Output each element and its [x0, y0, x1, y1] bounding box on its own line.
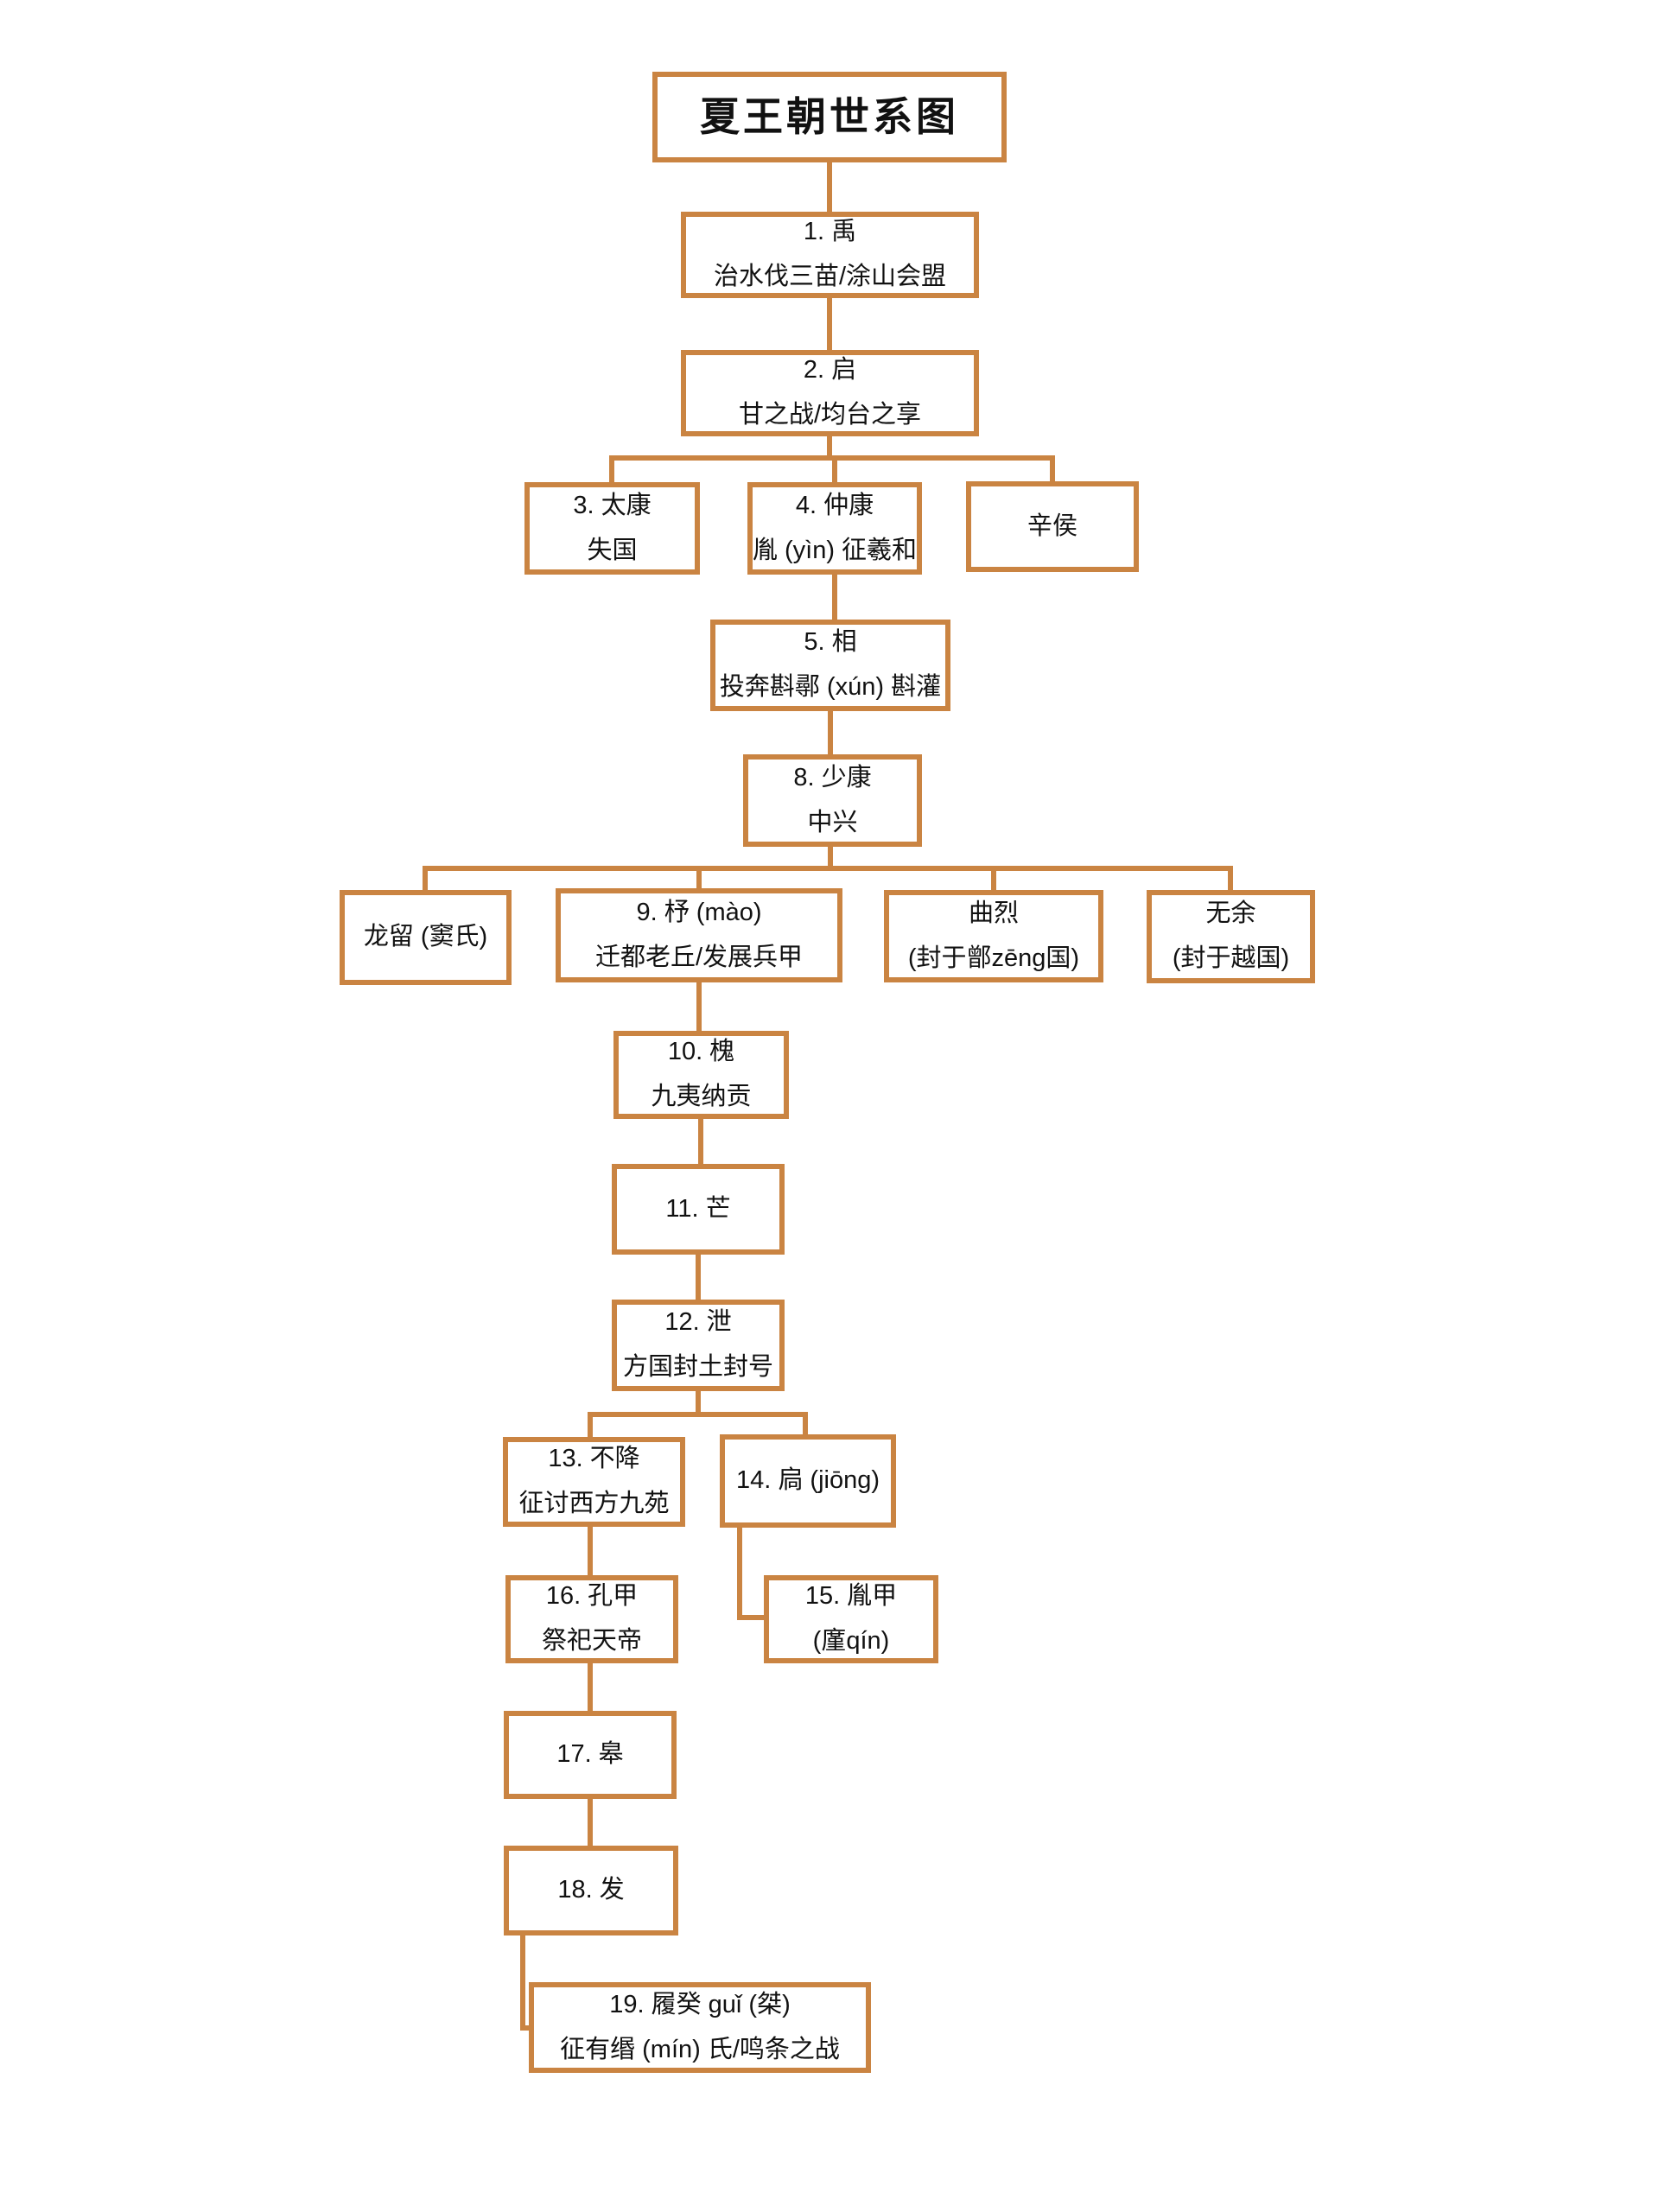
node-name: 8. 少康 — [793, 763, 872, 791]
diagram-title-box: 夏王朝世系图 — [652, 72, 1007, 162]
node-note: 投奔斟鄩 (xún) 斟灌 — [719, 673, 942, 701]
node-zhongkang: 4. 仲康 胤 (yìn) 征羲和 — [747, 482, 922, 575]
node-name: 无余 — [1205, 899, 1256, 928]
connector-line — [588, 1799, 593, 1846]
node-name: 12. 泄 — [664, 1308, 732, 1337]
connector-line — [588, 1663, 593, 1711]
node-name: 18. 发 — [557, 1876, 625, 1904]
node-name: 5. 相 — [804, 628, 857, 657]
node-xie: 12. 泄 方国封土封号 — [612, 1300, 785, 1391]
connector-line — [832, 575, 837, 620]
connector-line — [588, 1527, 593, 1575]
node-note: 中兴 — [807, 808, 858, 836]
node-wuyu: 无余 (封于越国) — [1147, 890, 1315, 983]
node-name: 辛侯 — [1027, 512, 1077, 540]
connector-line — [696, 868, 702, 888]
node-zhu: 9. 杼 (mào) 迁都老丘/发展兵甲 — [556, 888, 842, 982]
node-note: (封于越国) — [1172, 944, 1290, 972]
node-note: 甘之战/均台之享 — [738, 401, 922, 429]
node-xiang: 5. 相 投奔斟鄩 (xún) 斟灌 — [710, 620, 950, 711]
node-longliu: 龙留 (窦氏) — [340, 890, 512, 985]
connector-line — [520, 2025, 531, 2031]
connector-line — [832, 458, 837, 482]
node-name: 16. 孔甲 — [545, 1582, 639, 1611]
node-name: 1. 禹 — [803, 218, 857, 246]
connector-line — [1050, 458, 1055, 481]
connector-line — [696, 982, 702, 1031]
node-note: (廑qín) — [812, 1627, 890, 1655]
node-note: 失国 — [587, 536, 638, 564]
node-fa: 18. 发 — [504, 1846, 678, 1936]
node-jiong: 14. 扃 (jiōng) — [720, 1434, 896, 1528]
node-yinjia: 15. 胤甲 (廑qín) — [764, 1575, 938, 1663]
connector-line — [696, 1255, 701, 1300]
connector-line — [609, 458, 614, 482]
node-jie: 19. 履癸 guǐ (桀) 征有缗 (mín) 氏/鸣条之战 — [529, 1982, 871, 2073]
node-name: 2. 启 — [803, 356, 857, 385]
node-bujiang: 13. 不降 征讨西方九苑 — [503, 1437, 685, 1527]
connector-line — [737, 1615, 766, 1620]
node-yu: 1. 禹 治水伐三苗/涂山会盟 — [681, 212, 979, 298]
connector-line — [520, 1936, 525, 2031]
node-qulie: 曲烈 (封于鄫zēng国) — [884, 890, 1103, 982]
node-qi: 2. 启 甘之战/均台之享 — [681, 350, 979, 436]
connector-line — [828, 711, 833, 754]
connector-line — [991, 868, 996, 890]
node-kongjia: 16. 孔甲 祭祀天帝 — [505, 1575, 678, 1663]
page-title: 夏王朝世系图 — [700, 94, 959, 140]
node-note: 胤 (yìn) 征羲和 — [752, 536, 918, 564]
connector-line — [588, 1414, 593, 1437]
node-shaokang: 8. 少康 中兴 — [743, 754, 922, 847]
node-huai: 10. 槐 九夷纳贡 — [613, 1031, 789, 1119]
node-name: 11. 芒 — [665, 1194, 731, 1223]
node-name: 4. 仲康 — [795, 491, 874, 519]
node-note: 征讨西方九苑 — [518, 1490, 670, 1517]
node-name: 19. 履癸 guǐ (桀) — [609, 1990, 791, 2018]
connector-line — [828, 847, 833, 868]
node-name: 14. 扃 (jiōng) — [735, 1466, 880, 1495]
node-name: 17. 皋 — [556, 1740, 624, 1769]
node-gao: 17. 皋 — [504, 1711, 677, 1799]
node-name: 13. 不降 — [548, 1445, 640, 1473]
connector-line — [803, 1414, 808, 1434]
connector-line — [827, 436, 832, 458]
node-note: 治水伐三苗/涂山会盟 — [713, 263, 947, 290]
node-note: 九夷纳贡 — [651, 1083, 752, 1110]
node-note: (封于鄫zēng国) — [907, 944, 1080, 972]
node-xinhou: 辛侯 — [966, 481, 1139, 572]
connector-line — [588, 1412, 808, 1417]
connector-line — [696, 1391, 701, 1414]
connector-line — [827, 162, 832, 212]
node-name: 10. 槐 — [667, 1038, 735, 1066]
connector-line — [423, 866, 1233, 871]
node-note: 方国封土封号 — [622, 1353, 773, 1381]
node-name: 3. 太康 — [573, 491, 652, 519]
node-name: 龙留 (窦氏) — [363, 923, 488, 951]
connector-line — [737, 1528, 742, 1620]
node-note: 祭祀天帝 — [541, 1627, 642, 1655]
node-name: 15. 胤甲 — [804, 1582, 898, 1611]
node-mang: 11. 芒 — [612, 1164, 785, 1255]
node-note: 迁都老丘/发展兵甲 — [594, 943, 804, 971]
node-note: 征有缗 (mín) 氏/鸣条之战 — [560, 2035, 840, 2063]
node-name: 9. 杼 (mào) — [636, 898, 762, 926]
node-taikang: 3. 太康 失国 — [524, 482, 700, 575]
connector-line — [1228, 868, 1233, 890]
node-name: 曲烈 — [968, 899, 1019, 927]
connector-line — [423, 868, 428, 890]
connector-line — [827, 298, 832, 350]
connector-line — [698, 1119, 703, 1164]
